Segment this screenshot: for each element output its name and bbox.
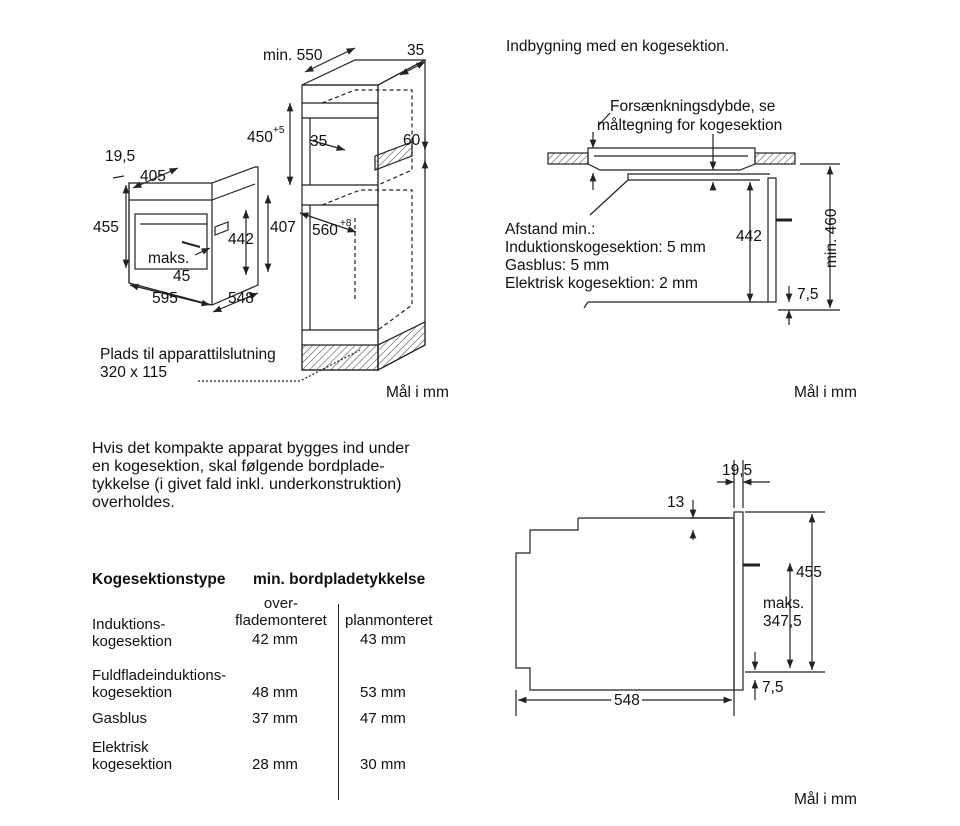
dim-548: 548 [228,290,254,307]
row-induction-over: 42 mm [252,631,298,648]
dim-407: 407 [270,219,296,236]
figure3-labels: 19,5 13 455 maks. 347,5 548 7,5 Mål i mm [611,462,857,808]
row-gas-plan: 47 mm [360,710,406,727]
dim-450-tolerance: +5 [273,125,285,136]
afstand-0: Afstand min.: [505,221,595,238]
hob [587,147,756,171]
row-electric-over: 28 mm [252,756,298,773]
row-type-fullsurface-induction: Fuldfladeinduktions- kogesektion [92,667,227,701]
fig3-dim-455: 455 [796,564,822,581]
figure2-labels: Indbygning med en kogesektion. Forsænkni… [505,38,857,401]
afstand-2: Gasblus: 5 mm [505,257,609,274]
dim-35-top: 35 [407,42,424,59]
paragraph-line: en kogesektion, skal følgende bordplade- [92,458,385,475]
subheader-flush-mounted: planmonteret [345,612,433,629]
unit-note-fig2: Mål i mm [794,384,857,401]
dim-405: 405 [140,168,166,185]
fig2-title: Indbygning med en kogesektion. [506,38,729,55]
fig3-label-maks: maks. [763,595,804,612]
header-hob-type: Kogesektionstype [92,571,226,588]
afstand-1: Induktionskogesektion: 5 mm [505,239,706,256]
header-min-thickness: min. bordpladetykkelse [253,571,426,588]
subheader-surface-mounted: over- flademonteret [235,595,327,629]
column-divider [338,604,339,800]
row-fullsurface-plan: 53 mm [360,684,406,701]
unit-note-fig1: Mål i mm [386,384,449,401]
figure-under-hob [547,112,840,325]
front-panel [733,511,744,691]
dim-min550: min. 550 [263,47,323,64]
row-type-induction: Induktions- kogesektion [92,616,173,650]
connection-space-label: Plads til apparattilslutning [100,346,276,363]
dim-60: 60 [403,132,421,149]
dim-442: 442 [228,231,254,248]
paragraph-line: tykkelse (i givet fald inkl. underkonstr… [92,476,402,493]
row-type-gas: Gasblus [92,710,148,727]
figure1-labels: min. 550 35 450 +5 35 60 19,5 405 455 44… [93,42,449,401]
dim-45: 45 [173,268,190,285]
dim-595: 595 [152,290,178,307]
paragraph-line: Hvis det kompakte apparat bygges ind und… [92,440,410,457]
paragraph-line: overholdes. [92,494,175,511]
fig3-dim-19-5: 19,5 [722,462,752,479]
figure-side-profile [515,460,825,716]
worktop-right [754,152,796,165]
dim-19-5: 19,5 [105,148,135,165]
worktop-left [547,152,589,165]
recess-note-line2: måltegning for kogesektion [597,117,782,134]
row-electric-plan: 30 mm [360,756,406,773]
dim-455: 455 [93,219,119,236]
dim-35-mid: 35 [310,133,327,150]
fig3-dim-548: 548 [614,692,640,709]
row-induction-plan: 43 mm [360,631,406,648]
dim-560-tolerance: +8 [340,218,352,229]
dim-560: 560 [312,222,338,239]
row-fullsurface-over: 48 mm [252,684,298,701]
instruction-paragraph: Hvis det kompakte apparat bygges ind und… [92,440,472,512]
fig2-dim-min460: min. 460 [823,208,840,268]
afstand-3: Elektrisk kogesektion: 2 mm [505,275,698,292]
fig2-dim-442: 442 [736,228,762,245]
fig3-dim-13: 13 [667,494,684,511]
cabinet-side [377,59,426,371]
fig3-dim-347-5: 347,5 [763,613,802,630]
connection-space-size: 320 x 115 [100,364,167,381]
dim-450: 450 [247,129,273,146]
label-maks: maks. [148,250,189,267]
unit-note-fig3: Mål i mm [794,791,857,808]
recess-note-line1: Forsænkningsdybde, se [610,98,775,115]
cabinet-plinth [301,344,379,371]
figure-cabinet-installation [112,47,429,382]
fig2-dim-7-5: 7,5 [797,286,819,303]
appliance-profile [515,517,735,691]
appliance-door [134,213,208,270]
vent-opening [374,141,413,171]
fig3-dim-7-5: 7,5 [762,679,784,696]
row-gas-over: 37 mm [252,710,298,727]
row-type-electric: Elektrisk kogesektion [92,739,173,773]
